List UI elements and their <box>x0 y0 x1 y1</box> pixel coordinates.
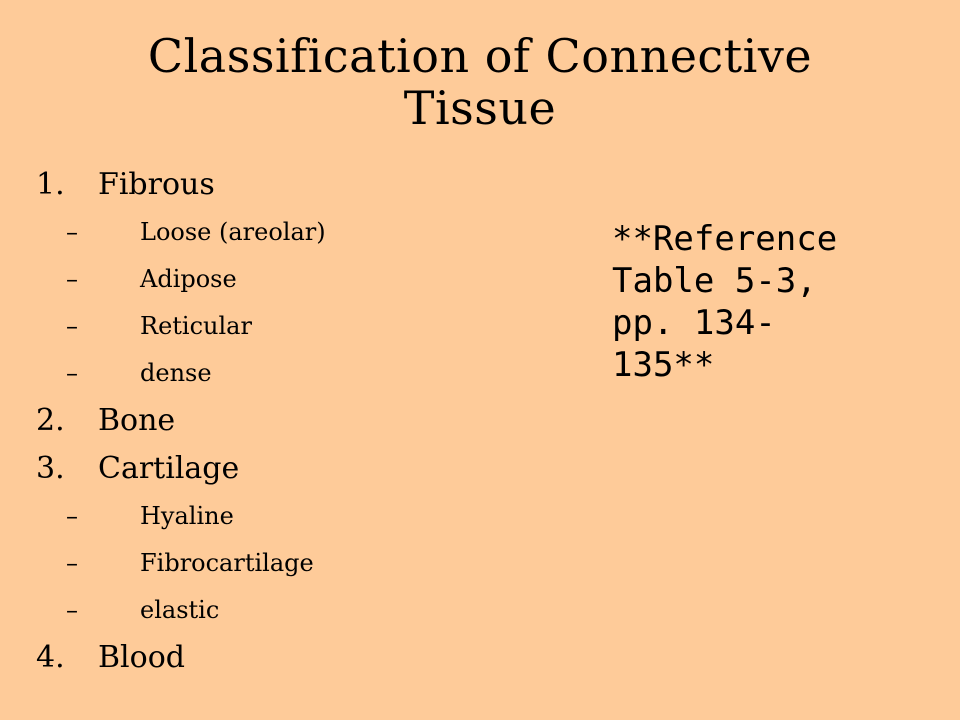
reference-note: **Reference Table 5-3, pp. 134- 135** <box>612 219 838 385</box>
classification-list: 1. Fibrous – Loose (areolar) – Adipose –… <box>36 160 556 681</box>
list-label: Bone <box>98 402 176 438</box>
dash-bullet: – <box>66 311 78 340</box>
sub-item-label: Fibrocartilage <box>140 548 314 577</box>
slide-title-line-2: Tissue <box>403 81 557 135</box>
sub-item-label: Loose (areolar) <box>140 217 326 246</box>
list-item-fibrous: 1. Fibrous <box>36 160 556 208</box>
sub-item-reticular: – Reticular <box>36 302 556 349</box>
slide-title-line-1: Classification of Connective <box>147 29 813 83</box>
dash-bullet: – <box>66 548 78 577</box>
dash-bullet: – <box>66 501 78 530</box>
list-number: 1. <box>36 166 65 202</box>
sub-item-label: dense <box>140 358 212 387</box>
list-number: 4. <box>36 639 65 675</box>
list-item-cartilage: 3. Cartilage <box>36 444 556 492</box>
sub-item-label: elastic <box>140 595 220 624</box>
list-item-blood: 4. Blood <box>36 633 556 681</box>
sub-item-fibrocartilage: – Fibrocartilage <box>36 539 556 586</box>
list-label: Blood <box>98 639 185 675</box>
dash-bullet: – <box>66 358 78 387</box>
sub-item-dense: – dense <box>36 349 556 396</box>
sub-item-label: Hyaline <box>140 501 234 530</box>
dash-bullet: – <box>66 264 78 293</box>
sub-item-loose: – Loose (areolar) <box>36 208 556 255</box>
sub-item-label: Reticular <box>140 311 252 340</box>
list-label: Fibrous <box>98 166 215 202</box>
slide-title: Classification of Connective Tissue <box>60 30 900 134</box>
sub-item-adipose: – Adipose <box>36 255 556 302</box>
list-number: 3. <box>36 450 65 486</box>
list-label: Cartilage <box>98 450 240 486</box>
sub-item-label: Adipose <box>140 264 237 293</box>
sub-item-hyaline: – Hyaline <box>36 492 556 539</box>
sub-item-elastic: – elastic <box>36 586 556 633</box>
dash-bullet: – <box>66 595 78 624</box>
list-number: 2. <box>36 402 65 438</box>
list-item-bone: 2. Bone <box>36 396 556 444</box>
dash-bullet: – <box>66 217 78 246</box>
